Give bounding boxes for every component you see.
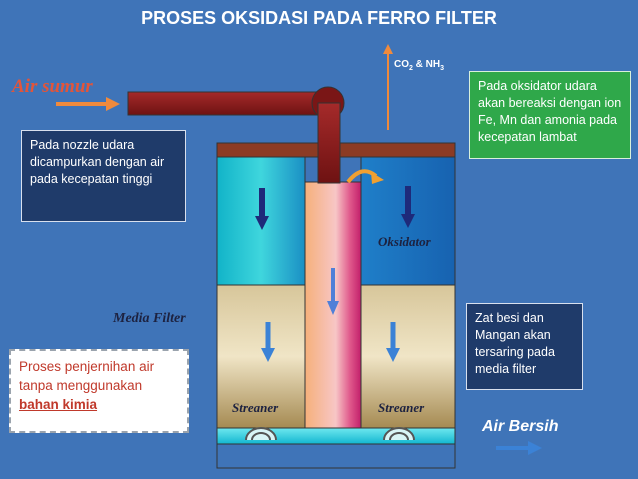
streaner-left-label: Streaner [232,400,279,415]
air-bersih-label: Air Bersih [482,418,559,435]
downcomer-pipe [317,102,341,184]
media-filter-label: Media Filter [113,311,186,326]
bahan-kimia-text: bahan kimia [19,397,98,412]
oksidator-note: Pada oksidator udara akan bereaksi denga… [469,71,631,159]
streaner-right-label: Streaner [378,400,425,415]
inlet-pipe [127,91,331,116]
oksidator-label: Oksidator [378,234,431,249]
page-title: PROSES OKSIDASI PADA FERRO FILTER [141,8,497,28]
penjernihan-note: Proses penjernihan air tanpa menggunakan… [9,349,189,433]
vessel-base [216,443,456,469]
nozzle-note: Pada nozzle udara dicampurkan dengan air… [21,130,186,222]
air-sumur-label: Air sumur [12,76,93,97]
zat-besi-note: Zat besi dan Mangan akan tersaring pada … [466,303,583,390]
penjernihan-text: Proses penjernihan air tanpa menggunakan [19,359,155,393]
gas-label: CO2 & NH3 [394,59,445,72]
